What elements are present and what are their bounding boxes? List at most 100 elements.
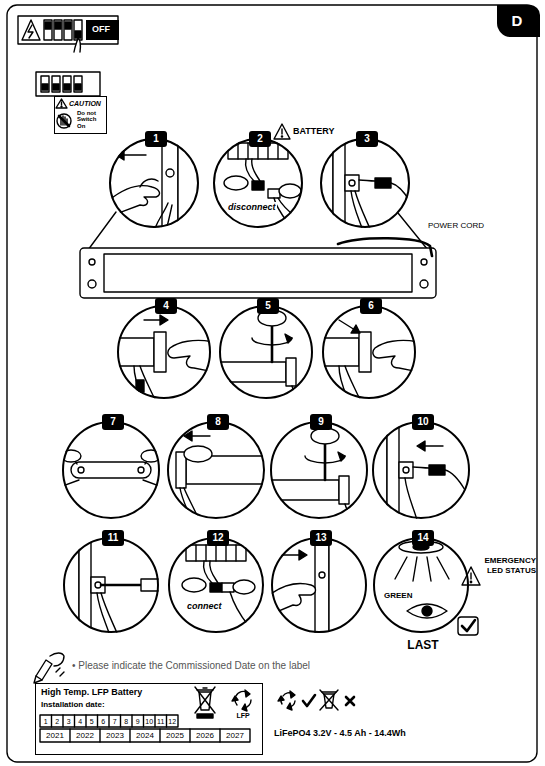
step-number-box: 14 [412, 530, 434, 546]
step-illustration-part [168, 340, 214, 372]
breaker-panel-part [28, 25, 33, 38]
breaker-panel [18, 16, 118, 52]
step-illustration-part [365, 420, 387, 520]
step-illustration-part [184, 431, 192, 441]
month-cell-box: 11 [155, 717, 167, 726]
month-cell: 11 [155, 717, 167, 726]
month-cell: 10 [144, 717, 156, 726]
step-illustration-part [61, 450, 81, 462]
step-illustration-part [395, 557, 449, 581]
step-illustration [216, 300, 302, 404]
note-icon-part [56, 668, 64, 676]
step-illustration-part [268, 189, 280, 198]
step-illustration-part [422, 606, 432, 616]
step-circle: 13 [271, 537, 367, 633]
breaker-panel-part [54, 20, 62, 40]
battery-warning-part [281, 136, 282, 137]
step-illustration-part [338, 452, 345, 461]
month-cell-box: 8 [121, 717, 133, 726]
caution-sign: CAUTIONDo not Switch On [54, 96, 107, 134]
step-number: 3 [356, 131, 378, 147]
battery-spec: LiFePO4 3.2V - 4.5 Ah - 14.4Wh [274, 728, 406, 738]
step-illustration [269, 418, 355, 522]
month-cell: 8 [121, 717, 133, 726]
step-number: 12 [207, 530, 229, 546]
step-number: 2 [249, 131, 271, 147]
step-number: 11 [102, 530, 124, 546]
step-number: 6 [360, 298, 382, 314]
step-circle: 12connect [168, 537, 264, 633]
step-illustration-part [319, 572, 325, 578]
date-grid-part [40, 715, 178, 727]
step-illustration-part [114, 338, 154, 366]
step-illustration-part [299, 550, 307, 560]
year-cell-box: 2027 [220, 731, 250, 741]
step-illustration-part [79, 537, 91, 633]
step-circle: 4 [117, 305, 211, 399]
step-illustration-part [339, 320, 355, 330]
year-cell: 2021 [40, 731, 70, 741]
warning-label-box: BATTERY [293, 126, 335, 136]
disposal-icons-part [245, 690, 250, 697]
action-word-box: disconnect [227, 202, 277, 212]
step-illustration-part [292, 386, 302, 404]
step-illustration-part [345, 366, 361, 402]
action-word: disconnect [227, 202, 277, 212]
month-cell-box: 3 [63, 717, 75, 726]
step-illustration-part [311, 135, 333, 231]
breaker-panel-part [65, 22, 71, 29]
battery-spec-box: LiFePO4 3.2V - 4.5 Ah - 14.4Wh [274, 728, 406, 738]
step-number-box: 8 [207, 414, 229, 430]
note-icon [34, 653, 64, 683]
date-grid [40, 715, 250, 742]
step-illustration-part [246, 159, 254, 181]
caution-text-box: Do not Switch On [77, 110, 104, 129]
step-number-box: 3 [356, 131, 378, 147]
step-illustration-part [279, 554, 301, 555]
status-icons-part [462, 620, 475, 631]
step-illustration-part [136, 380, 144, 392]
leader-line [88, 212, 428, 250]
page-letter: D [497, 12, 537, 29]
year-cell: 2027 [220, 731, 250, 741]
step-illustration-part [162, 135, 178, 231]
step-illustration-part [57, 480, 165, 488]
disposal-icons-part [197, 714, 213, 718]
year-cell-box: 2022 [70, 731, 100, 741]
step-number: 9 [310, 414, 332, 430]
off-button: OFF [86, 20, 119, 40]
label-field-box: Installation date: [41, 700, 105, 709]
step-circle: 14GREENLAST [373, 537, 469, 633]
step-illustration-part [345, 504, 355, 522]
month-cell-box: 5 [86, 717, 98, 726]
date-grid-part [70, 729, 220, 742]
year-cell-box: 2026 [190, 731, 220, 741]
month-cell: 1 [40, 717, 52, 726]
part-label-box: POWER CORD [428, 221, 484, 230]
step-illustration-part [423, 445, 443, 446]
step-number: 4 [155, 298, 177, 314]
step-illustration [176, 431, 266, 522]
step-illustration-part [138, 467, 144, 473]
step-number-box: 5 [257, 298, 279, 314]
step-illustration-part [399, 462, 413, 478]
breaker-panel-off-part [42, 84, 48, 90]
breaker-panel-off-part [74, 76, 82, 92]
step-illustration [57, 537, 165, 633]
step-illustration [224, 143, 301, 223]
month-cell: 7 [109, 717, 121, 726]
step-illustration-part [339, 476, 349, 504]
date-grid-part [40, 729, 250, 742]
step-number-box: 1 [145, 131, 167, 147]
luminaire-part [338, 238, 432, 256]
step-illustration [311, 135, 411, 231]
breaker-panel-off-part [41, 76, 49, 92]
step-note: LAST [375, 639, 471, 653]
page-letter-box: D [497, 12, 537, 29]
step-number-box: 12 [207, 530, 229, 546]
step-illustration-part [166, 205, 172, 231]
step-illustration-part [355, 191, 371, 231]
disposal-icons-part [197, 688, 213, 690]
status-label: EMERGENCY LED STATUS [480, 556, 536, 575]
